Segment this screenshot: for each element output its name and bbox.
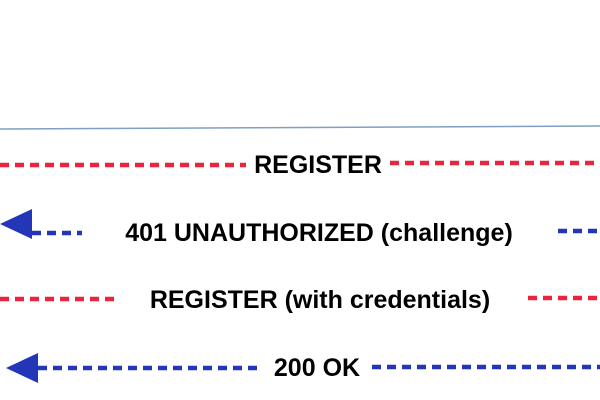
message-401-unauthorized: 401 UNAUTHORIZED (challenge): [0, 209, 600, 247]
message-register: REGISTER: [0, 151, 600, 179]
arrowhead-left-icon: [6, 353, 38, 383]
message-register-credentials: REGISTER (with credentials): [0, 286, 600, 314]
message-register-credentials-label: REGISTER (with credentials): [150, 286, 490, 314]
message-200-label: 200 OK: [274, 354, 360, 382]
message-401-label: 401 UNAUTHORIZED (challenge): [125, 219, 513, 247]
arrowhead-left-icon: [0, 209, 32, 239]
message-register-label: REGISTER: [254, 151, 382, 179]
message-200-ok: 200 OK: [6, 353, 600, 383]
divider-line: [0, 125, 600, 130]
